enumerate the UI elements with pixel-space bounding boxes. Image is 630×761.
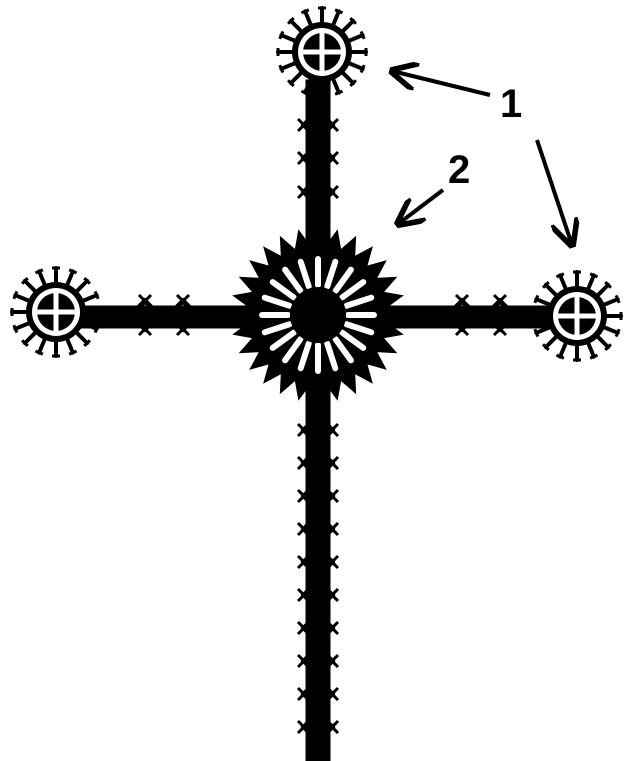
rosette-cross-horizontal <box>558 314 596 319</box>
rosette-ray <box>15 295 28 300</box>
rosette-ray <box>15 323 28 328</box>
central-rosette-hub <box>290 287 346 343</box>
label-2: 2 <box>448 148 470 192</box>
terminal-rosette-top <box>278 8 366 96</box>
rosette-ray <box>605 299 618 304</box>
rosette-ray <box>560 275 565 288</box>
rosette-ray <box>605 327 618 332</box>
rosette-ray <box>77 333 87 343</box>
arrow-2-to-central-rosette <box>398 190 443 224</box>
callout-2: 2 <box>398 148 470 224</box>
rosette-cross-horizontal <box>37 310 75 315</box>
rosette-ray <box>25 333 35 343</box>
rosette-ray <box>84 295 97 300</box>
rosette-ray <box>350 63 363 68</box>
rosette-ray <box>305 11 310 24</box>
rosette-ray <box>25 281 35 291</box>
rosette-ray <box>67 271 72 284</box>
rosette-ray <box>333 11 338 24</box>
rosette-ray <box>333 80 338 93</box>
rosette-ray <box>588 344 593 357</box>
rosette-ray <box>39 271 44 284</box>
rosette-ray <box>77 281 87 291</box>
rosette-ray <box>546 337 556 347</box>
callout-1: 1 <box>392 71 572 245</box>
central-rosette <box>230 227 406 403</box>
terminal-rosette-right <box>533 272 621 360</box>
rosette-ray <box>291 73 301 83</box>
rosette-ray <box>343 21 353 31</box>
rosette-ray <box>598 337 608 347</box>
rosette-ray <box>546 285 556 295</box>
label-1: 1 <box>500 82 522 126</box>
rosette-ray <box>281 63 294 68</box>
rosette-ray <box>67 340 72 353</box>
arrow-1-to-right-rosette <box>537 140 572 245</box>
rosette-ray <box>560 344 565 357</box>
rosette-ray <box>39 340 44 353</box>
rosette-ray <box>281 35 294 40</box>
rosette-ray <box>343 73 353 83</box>
rosette-ray <box>598 285 608 295</box>
rosette-ray <box>291 21 301 31</box>
arrow-1-to-top-rosette <box>392 71 490 95</box>
rosette-ray <box>536 299 549 304</box>
terminal-rosette-left <box>12 268 100 356</box>
rosette-ray <box>350 35 363 40</box>
rosette-cross-horizontal <box>303 50 341 55</box>
rosette-ray <box>588 275 593 288</box>
